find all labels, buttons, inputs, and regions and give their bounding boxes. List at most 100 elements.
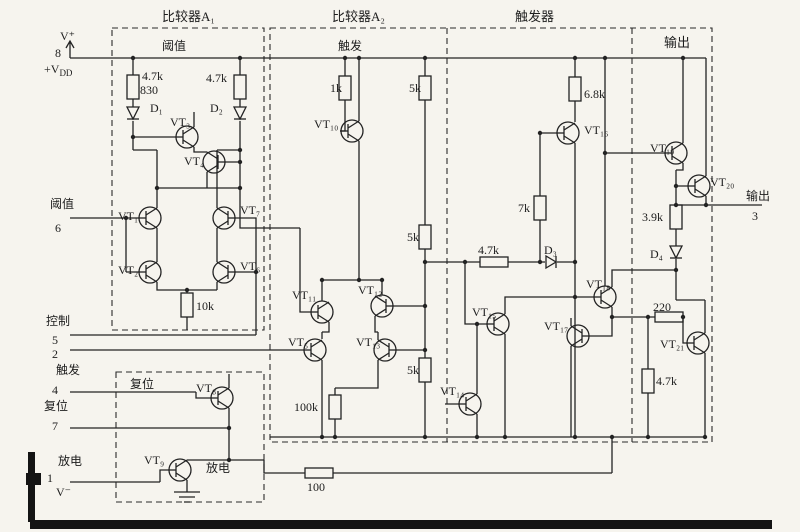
label-res-out-3k9: 3.9k	[642, 210, 663, 224]
label-vt17: VT₁₇	[544, 319, 569, 333]
label-res-out-4k7: 4.7k	[656, 374, 677, 388]
scan-pin1-mark	[26, 473, 41, 485]
resistor-out-3k9	[669, 204, 683, 230]
label-res-a1-10k: 10k	[196, 299, 214, 313]
resistor-a2-5k-low	[418, 357, 432, 383]
transistor-vt17	[567, 325, 590, 347]
transistor-vt3	[174, 125, 199, 149]
label-res-ff-4k7: 4.7k	[478, 243, 499, 257]
resistor-a1-4k7	[233, 74, 247, 100]
label-vt7: VT₇	[240, 203, 261, 217]
pin-label-6: 6	[55, 221, 61, 235]
label-vt14: VT₁₄	[440, 384, 465, 398]
pin-label-1: 1	[47, 471, 53, 485]
inner-label-reset: 复位	[130, 377, 155, 391]
pin-label-7: 7	[52, 419, 58, 433]
label-d4: D₄	[650, 247, 663, 261]
diode-d1	[126, 106, 140, 120]
resistor-ff-4k7	[479, 256, 509, 268]
wires-comparator-a1	[125, 58, 310, 330]
label-vt4: VT₄	[184, 154, 205, 168]
transistor-vt11	[309, 300, 334, 324]
pin-label-8: 8	[55, 46, 61, 60]
pin-label-discharge: 放电	[58, 454, 83, 468]
label-res-a2-5k-top: 5k	[409, 81, 421, 95]
label-vt13: VT₁₃	[356, 335, 381, 349]
transistor-vt4	[203, 151, 226, 173]
label-res-ff-7k: 7k	[518, 201, 530, 215]
transistor-vt7	[213, 207, 236, 229]
pin-label-4: 4	[52, 383, 58, 397]
pin-label-control: 控制	[46, 314, 71, 328]
label-vt20: VT₂₀	[710, 175, 735, 189]
transistor-vt1	[137, 206, 162, 230]
label-vt5: VT₅	[288, 335, 309, 349]
resistor-a2-5k-mid	[418, 224, 432, 250]
label-vt21: VT₂₁	[660, 337, 685, 351]
transistor-vt2	[137, 260, 162, 284]
transistor-vt12	[371, 295, 394, 317]
label-vt12: VT₁₂	[358, 283, 383, 297]
wires-comparator-a2	[321, 58, 575, 437]
scan-left-bar	[28, 452, 35, 522]
label-vt19: VT₁₉	[650, 141, 675, 155]
transistor-vt10	[339, 119, 364, 143]
transistor-vt9	[167, 458, 192, 482]
pin-label-vdd-sub: DD	[59, 68, 73, 78]
pin-label-output: 输出	[746, 189, 771, 203]
section-label-comparator-a2: 比较器A₂	[332, 9, 385, 24]
label-vt6: VT₆	[240, 259, 261, 273]
pin-label-5: 5	[52, 333, 58, 347]
pin-label-vdd: +VDD	[44, 63, 72, 78]
pin-label-vdd-base: +V	[44, 62, 60, 76]
label-res-a1-4k7: 4.7k	[142, 69, 163, 83]
label-d2: D₂	[210, 101, 223, 115]
label-d1: D₁	[150, 101, 163, 115]
pin-label-3: 3	[752, 209, 758, 223]
transistor-vt6	[213, 261, 236, 283]
inner-label-trigger: 触发	[338, 39, 363, 53]
label-vt9: VT₉	[144, 453, 165, 467]
label-res-a1-4k7b: 4.7k	[206, 71, 227, 85]
scan-bottom-bar	[30, 520, 772, 529]
label-vt8: VT₈	[196, 381, 217, 395]
label-vt11: VT₁₁	[292, 288, 317, 302]
transistor-vt21	[685, 331, 710, 355]
pin-label-2: 2	[52, 347, 58, 361]
comparator-a1-box	[111, 27, 265, 331]
resistor-ff-7k	[533, 195, 547, 221]
label-res-a2-5k-mid: 5k	[407, 230, 419, 244]
label-vt3: VT₃	[170, 115, 191, 129]
section-boxes	[111, 27, 713, 503]
main-box	[269, 27, 713, 443]
label-vt1: VT₁	[118, 209, 139, 223]
label-vt2: VT₂	[118, 263, 139, 277]
diode-d2	[233, 106, 247, 120]
label-res-bottom-100: 100	[307, 480, 325, 494]
pin-label-vplus: V⁺	[60, 29, 75, 43]
transistor-vt16	[555, 121, 580, 145]
resistor-a1-4k7-830	[126, 74, 140, 100]
diode-d3	[545, 255, 557, 269]
resistor-out-4k7	[641, 368, 655, 394]
diode-d4	[669, 245, 683, 259]
label-res-a2-1k: 1k	[330, 81, 342, 95]
components	[126, 74, 711, 482]
label-vt10: VT₁₀	[314, 117, 339, 131]
inner-label-discharge: 放电	[206, 461, 231, 475]
label-vt16: VT₁₆	[584, 123, 609, 137]
wires-flipflop	[504, 58, 676, 437]
scan-artifacts	[26, 452, 772, 529]
wires-reset-discharge	[174, 374, 613, 503]
label-res-out-220: 220	[653, 300, 671, 314]
label-vt18: VT₁₈	[586, 277, 611, 291]
pin-label-vminus: V⁻	[56, 485, 71, 499]
pin-label-threshold: 阈值	[50, 197, 75, 211]
wires	[65, 39, 762, 503]
pin-label-reset: 复位	[44, 399, 69, 413]
label-res-a1-830: 830	[140, 83, 158, 97]
label-vt15: VT₁₅	[472, 305, 497, 319]
resistor-ff-6k8	[568, 76, 582, 102]
